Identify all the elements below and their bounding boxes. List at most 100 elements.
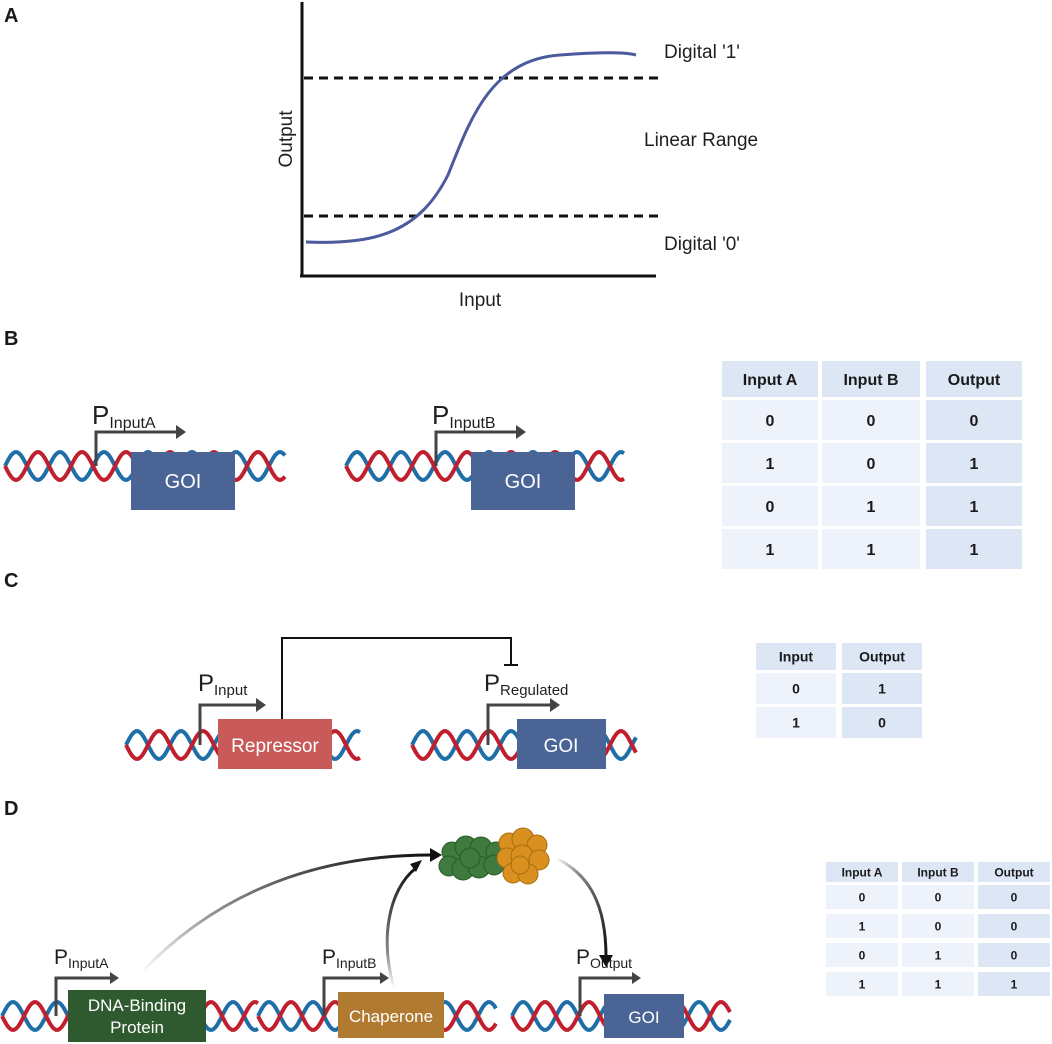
table-cell (902, 885, 974, 909)
table-cell-value: 1 (970, 542, 979, 559)
table-cell (926, 529, 1022, 569)
table-header: Input A (743, 372, 798, 389)
table-cell-value: 1 (859, 919, 866, 933)
table-cell (842, 673, 922, 704)
table-header-cell (722, 361, 818, 397)
arrowhead (430, 848, 442, 862)
table-cell-value: 0 (970, 413, 979, 430)
table-cell-value: 0 (867, 456, 876, 473)
table-cell-value: 0 (766, 413, 775, 430)
promoter-arrowhead (380, 972, 389, 984)
promoter-label-input: PInput (198, 670, 248, 699)
table-header-cell (756, 643, 836, 670)
table-cell-value: 0 (792, 681, 800, 697)
table-cell (926, 486, 1022, 526)
table-cell-value: 0 (935, 890, 942, 904)
binding-arrow-from-dna-binding-protein (140, 853, 433, 974)
table-cell (756, 673, 836, 704)
gene-box-goi (131, 452, 235, 510)
panel-a: A Digital '1' Linear Range Digital '0' I… (4, 2, 758, 311)
table-header-cell (826, 862, 898, 882)
table-cell-value: 0 (859, 948, 866, 962)
x-axis-label: Input (459, 290, 502, 311)
dna-binding-protein-box (68, 990, 206, 1042)
table-cell-value: 0 (1011, 948, 1018, 962)
table-cell-value: 1 (878, 681, 886, 697)
table-cell (926, 443, 1022, 483)
repression-connector (281, 637, 512, 719)
dna-binding-protein-label-line2: Protein (110, 1018, 164, 1037)
table-cell (978, 885, 1050, 909)
promoter-label-input-a: PInputA (54, 946, 109, 971)
promoter-arrow (322, 976, 382, 1016)
arrowhead (599, 955, 613, 967)
table-cell-value: 0 (1011, 890, 1018, 904)
gene-label-goi: GOI (165, 471, 202, 493)
promoter-label-regulated: PRegulated (484, 670, 568, 699)
dna-binding-protein-blob (438, 835, 507, 881)
promoter-arrow (54, 976, 112, 1016)
table-cell (722, 486, 818, 526)
promoter-label-input-a: PInputA (92, 400, 156, 432)
table-cell (822, 443, 920, 483)
table-header-cell (822, 361, 920, 397)
table-cell-value: 1 (859, 977, 866, 991)
table-header-cell (902, 862, 974, 882)
gene-label-goi: GOI (544, 736, 579, 757)
promoter-arrowhead (632, 972, 641, 984)
table-header: Output (994, 865, 1033, 879)
table-header: Input B (917, 865, 959, 879)
table-cell (926, 400, 1022, 440)
table-cell-value: 1 (867, 542, 876, 559)
table-cell-value: 0 (935, 919, 942, 933)
table-header-cell (842, 643, 922, 670)
table-cell (978, 914, 1050, 938)
table-header-cell (926, 361, 1022, 397)
table-cell (826, 914, 898, 938)
table-cell (978, 943, 1050, 967)
gene-label-goi: GOI (628, 1008, 659, 1027)
promoter-arrowhead (256, 698, 266, 712)
protein-complex (438, 827, 550, 885)
table-cell (756, 707, 836, 738)
table-cell-value: 1 (970, 499, 979, 516)
activation-arrow-to-output (555, 856, 608, 958)
table-cell-value: 1 (935, 948, 942, 962)
chaperone-box (338, 992, 444, 1038)
table-cell-value: 0 (766, 499, 775, 516)
promoter-arrow (486, 703, 552, 745)
table-cell (902, 943, 974, 967)
table-cell (902, 972, 974, 996)
arrowhead (410, 860, 422, 872)
table-cell (826, 943, 898, 967)
table-cell (822, 529, 920, 569)
table-cell-value: 0 (867, 413, 876, 430)
gene-label-goi: GOI (505, 471, 542, 493)
promoter-label-input-b: PInputB (432, 400, 496, 432)
gene-box-goi (471, 452, 575, 510)
y-axis-label: Output (276, 110, 297, 168)
table-cell (722, 529, 818, 569)
promoter-label-output: POutput (576, 946, 632, 971)
binding-arrow-from-chaperone (385, 866, 417, 989)
gene-box-goi (604, 994, 684, 1038)
table-cell-value: 1 (970, 456, 979, 473)
promoter-arrow (198, 703, 258, 745)
promoter-arrow (94, 430, 178, 466)
table-cell (842, 707, 922, 738)
sigmoid-curve (305, 51, 637, 244)
promoter-arrow (434, 430, 518, 466)
linear-range-label: Linear Range (644, 130, 758, 151)
table-header: Input (779, 649, 814, 665)
panel-d: D PInputA DNA-Binding Protei (0, 798, 1050, 1042)
chaperone-blob (496, 827, 550, 885)
table-cell-value: 1 (792, 715, 800, 731)
dna-binding-protein-label-line1: DNA-Binding (88, 996, 186, 1015)
table-header: Output (948, 372, 1001, 389)
